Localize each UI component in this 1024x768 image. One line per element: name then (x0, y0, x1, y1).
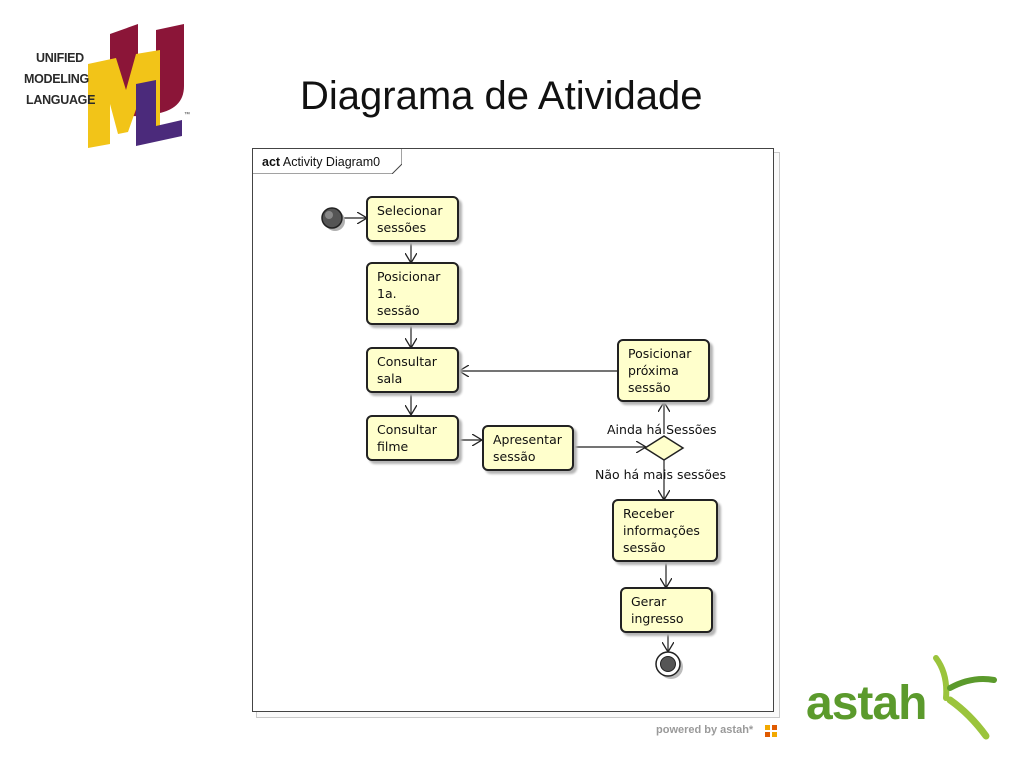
guard-ainda-ha-sessoes: Ainda há Sessões (607, 422, 717, 437)
uml-logo: ™ (88, 24, 190, 148)
uml-logo-line1: UNIFIED (36, 51, 84, 65)
astah-small-icon (765, 725, 777, 737)
astah-logo-text: astah (806, 677, 927, 730)
svg-text:™: ™ (184, 111, 190, 118)
uml-logo-line3: LANGUAGE (26, 93, 96, 107)
action-receber-informacoes-sessao[interactable]: Receber informações sessão (612, 499, 718, 562)
frame-label: act Activity Diagram0 (262, 155, 380, 169)
action-posicionar-1a-sessao[interactable]: Posicionar 1a. sessão (366, 262, 459, 325)
decision-node (643, 435, 685, 461)
guard-nao-ha-mais-sessoes: Não há mais sessões (595, 467, 727, 482)
frame-name: Activity Diagram0 (282, 155, 381, 169)
frame-keyword: act (262, 155, 281, 169)
action-consultar-sala[interactable]: Consultar sala (366, 347, 459, 393)
uml-logo-text: UNIFIED MODELING LANGUAGE (24, 48, 95, 111)
powered-by-astah: powered by astah* (656, 724, 754, 736)
uml-l-shape (136, 80, 182, 146)
action-gerar-ingresso[interactable]: Gerar ingresso (620, 587, 713, 633)
page-title: Diagrama de Atividade (300, 74, 703, 118)
initial-node (321, 207, 343, 229)
action-consultar-filme[interactable]: Consultar filme (366, 415, 459, 461)
action-apresentar-sessao[interactable]: Apresentar sessão (482, 425, 574, 471)
frame-tab (252, 148, 402, 174)
action-selecionar-sessoes[interactable]: Selecionar sessões (366, 196, 459, 242)
astah-logo-swoosh-icon (933, 655, 997, 740)
action-posicionar-proxima-sessao[interactable]: Posicionar próxima sessão (617, 339, 710, 402)
uml-logo-line2: MODELING (24, 72, 89, 86)
